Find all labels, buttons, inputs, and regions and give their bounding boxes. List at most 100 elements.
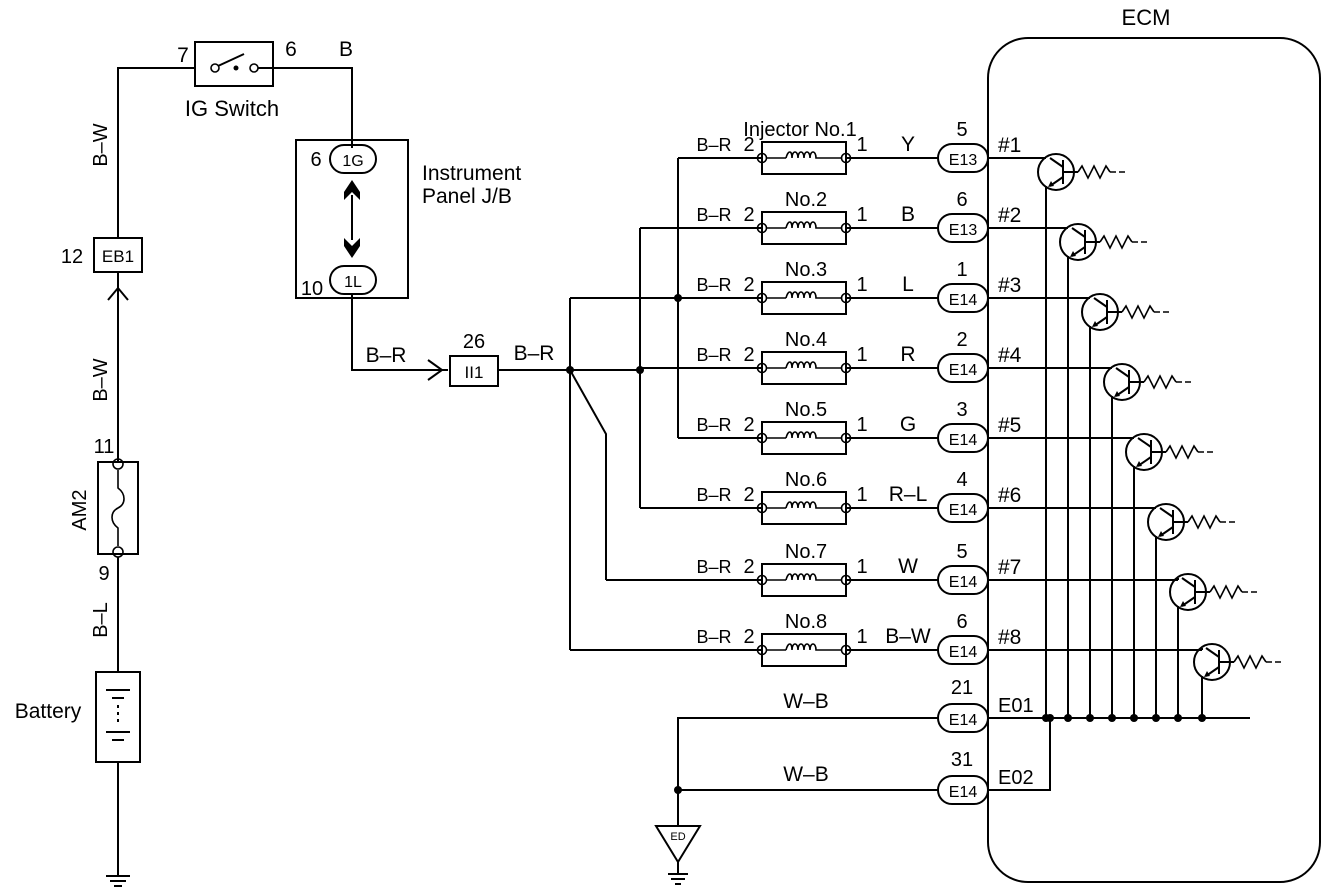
ecm-signal-label: #8 <box>998 626 1021 649</box>
injector-out-wire: L <box>902 273 914 296</box>
ecm-connector <box>937 565 989 595</box>
left-wire-low-label: B–L <box>90 602 112 638</box>
ecm-connector <box>937 423 989 453</box>
injector-in-wire: B–R <box>696 205 731 225</box>
ecm-connector-label: E14 <box>949 292 978 309</box>
ecm-pin: 3 <box>956 399 967 421</box>
injector-pin-in: 2 <box>743 414 754 436</box>
jb-connector-top-label: 1G <box>342 153 363 170</box>
injector-pin-in: 2 <box>743 344 754 366</box>
battery-label: Battery <box>15 700 82 723</box>
driver-transistor-icon <box>1193 643 1282 722</box>
ecm-connector <box>937 635 989 665</box>
injector-feed: B–R II1 26 B–R <box>351 294 640 387</box>
injector-name: No.8 <box>785 611 827 633</box>
fuse-top-pin: 11 <box>94 436 115 458</box>
ig-switch-out-wire: B <box>339 38 353 61</box>
injector-pin-in: 2 <box>743 484 754 506</box>
injector-box <box>761 633 847 667</box>
fuse-bottom-pin: 9 <box>98 563 109 585</box>
ecm-pin: 2 <box>956 329 967 351</box>
ecm-signal-label: #3 <box>998 274 1021 297</box>
injector-in-wire: B–R <box>696 415 731 435</box>
ecm-box <box>987 37 1321 883</box>
injector-name: No.7 <box>785 541 827 563</box>
injector-pin-in: 2 <box>743 626 754 648</box>
injector-box <box>761 211 847 245</box>
ecm-connector <box>937 283 989 313</box>
ecm-connector-label: E13 <box>949 222 978 239</box>
ecm-pin: 4 <box>956 469 967 491</box>
injector-out-wire: Y <box>901 133 915 156</box>
instrument-panel-jb: 1G 6 1L 10 Instrument Panel J/B <box>295 139 521 300</box>
ig-switch-label: IG Switch <box>185 96 279 121</box>
ground-section: ED W–B 21 E14 E01 W–B 31 E14 E02 <box>654 677 1250 885</box>
injector-name: Injector No.1 <box>743 119 856 141</box>
ground-signal-e01: E01 <box>998 695 1034 717</box>
injector-box <box>761 141 847 175</box>
ground-point-label: ED <box>670 831 685 843</box>
injector-pin-out: 1 <box>856 626 867 648</box>
injector-name: No.5 <box>785 399 827 421</box>
injector-box <box>761 421 847 455</box>
jb-pin-bottom: 10 <box>301 278 323 300</box>
coil-icon <box>785 501 822 509</box>
injector-pin-out: 1 <box>856 204 867 226</box>
jb-pin-top: 6 <box>310 149 321 171</box>
jb-label-line1: Instrument <box>422 162 521 185</box>
injector-in-wire: B–R <box>696 627 731 647</box>
left-wire-mid-label: B–W <box>90 358 112 401</box>
fuse-icon <box>111 470 125 546</box>
feed-arrow-icon <box>427 359 444 381</box>
battery-ground-icon <box>106 875 130 887</box>
ecm-signal-label: #7 <box>998 556 1021 579</box>
ecm-connector <box>937 143 989 173</box>
ecm-connector-label: E14 <box>949 574 978 591</box>
am2-fuse <box>97 461 139 555</box>
ecm-connector-label: E14 <box>949 644 978 661</box>
ecm-signal-label: #4 <box>998 344 1022 367</box>
fuse-label: AM2 <box>69 489 91 530</box>
driver-transistor-icon <box>1059 223 1148 722</box>
injector-box <box>761 351 847 385</box>
ecm-pin: 5 <box>956 119 967 141</box>
injector-pin-out: 1 <box>856 344 867 366</box>
coil-icon <box>785 361 822 369</box>
ecm-pin: 5 <box>956 541 967 563</box>
driver-transistor-icon <box>1147 503 1236 722</box>
left-wire-top-label: B–W <box>90 123 112 166</box>
ed-ground-triangle <box>654 825 702 864</box>
coil-icon <box>785 431 822 439</box>
driver-transistor-icon <box>1169 573 1258 722</box>
ground-pin-2: 31 <box>951 749 973 771</box>
ecm-connector-label: E13 <box>949 152 978 169</box>
injector-name: No.6 <box>785 469 827 491</box>
ecm-signal-label: #6 <box>998 484 1021 507</box>
injector-out-wire: B <box>901 203 915 226</box>
left-power-chain: B–W EB1 12 B–W 11 AM2 9 B–L Battery <box>15 123 143 887</box>
injector-in-wire: B–R <box>696 275 731 295</box>
injector-pin-out: 1 <box>856 134 867 156</box>
ii1-label: II1 <box>465 363 484 382</box>
injector-name: No.3 <box>785 259 827 281</box>
ground-pin-1: 21 <box>951 677 973 699</box>
coil-icon <box>785 221 822 229</box>
battery-symbol <box>95 671 141 763</box>
injector-pin-out: 1 <box>856 274 867 296</box>
injector-box <box>761 563 847 597</box>
injector-in-wire: B–R <box>696 345 731 365</box>
ecm-connector <box>937 213 989 243</box>
ecm-pin: 1 <box>956 259 967 281</box>
injector-pin-in: 2 <box>743 204 754 226</box>
ecm-connector-label: E14 <box>949 362 978 379</box>
coil-icon <box>785 151 822 159</box>
ground-conn-2: E14 <box>949 784 978 801</box>
injector-pin-out: 1 <box>856 556 867 578</box>
ecm-connector-label: E14 <box>949 432 978 449</box>
ecm-connector <box>937 493 989 523</box>
